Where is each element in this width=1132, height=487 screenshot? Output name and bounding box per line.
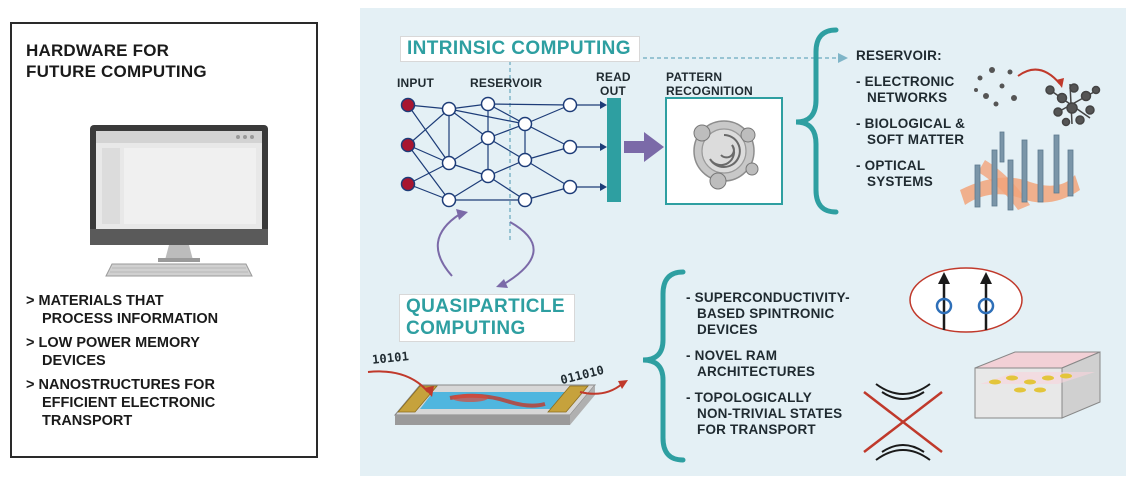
network-cluster-icon xyxy=(1045,83,1101,127)
readout-label: READ OUT xyxy=(596,70,631,98)
hardware-title: HARDWARE FOR FUTURE COMPUTING xyxy=(26,40,256,82)
list-item-memory: > LOW POWER MEMORY DEVICES xyxy=(26,335,200,369)
reservoir-label: RESERVOIR xyxy=(470,76,543,90)
readout-arrow xyxy=(624,132,664,162)
reservoir-item-optical: - OPTICAL SYSTEMS xyxy=(856,158,933,189)
output-bits-arrow xyxy=(579,383,623,395)
input-bits-arrow xyxy=(367,370,429,393)
reservoir-node xyxy=(517,152,533,168)
keyboard xyxy=(105,263,253,277)
quasiparticle-list: - SUPERCONDUCTIVITY- BASED SPINTRONIC DE… xyxy=(686,290,866,448)
reservoir-nodes xyxy=(441,96,578,208)
quasiparticle-computing-title: QUASIPARTICLE COMPUTING xyxy=(399,294,575,342)
reservoir-item-electronic: - ELECTRONIC NETWORKS xyxy=(856,74,955,105)
quasiparticle-item-superconductivity: - SUPERCONDUCTIVITY- BASED SPINTRONIC DE… xyxy=(686,290,850,337)
quasiparticle-device-icon xyxy=(393,384,597,425)
reservoir-node xyxy=(480,168,496,184)
output-node xyxy=(562,97,578,113)
ram-architecture-icon xyxy=(974,351,1101,419)
reservoir-item-biological: - BIOLOGICAL & SOFT MATTER xyxy=(856,116,966,147)
monitor-chin xyxy=(90,229,268,245)
reservoir-node xyxy=(517,192,533,208)
input-label: INPUT xyxy=(397,76,434,90)
reservoir-node xyxy=(441,101,457,117)
reservoir-list: RESERVOIR: - ELECTRONIC NETWORKS - BIOLO… xyxy=(856,48,996,200)
quasiparticle-item-ram: - NOVEL RAM ARCHITECTURES xyxy=(686,348,816,379)
list-item-nanostructures: > NANOSTRUCTURES FOR EFFICIENT ELECTRONI… xyxy=(26,377,216,429)
spintronic-icon xyxy=(909,267,1023,333)
reservoir-node xyxy=(480,96,496,112)
network-edges xyxy=(407,103,571,201)
pattern-recognition-label: PATTERN RECOGNITION xyxy=(666,70,753,98)
input-node xyxy=(400,137,416,153)
readout-bar xyxy=(607,98,621,202)
reservoir-node xyxy=(441,192,457,208)
electronic-network-icon xyxy=(974,67,1017,107)
cycle-arrow-left xyxy=(436,213,461,277)
hardware-title-line2: FUTURE COMPUTING xyxy=(26,62,207,81)
hardware-title-line1: HARDWARE FOR xyxy=(26,41,170,60)
network-red-arrow xyxy=(1017,68,1061,85)
reservoir-brace xyxy=(795,27,839,215)
input-node xyxy=(400,176,416,192)
topological-states-icon xyxy=(863,383,943,461)
intrinsic-computing-title: INTRINSIC COMPUTING xyxy=(400,36,640,62)
output-node xyxy=(562,139,578,155)
reservoir-node xyxy=(441,155,457,171)
reservoir-node xyxy=(517,116,533,132)
monitor-stand xyxy=(165,245,193,260)
reservoir-heading: RESERVOIR: xyxy=(856,48,942,63)
hardware-list: > MATERIALS THAT PROCESS INFORMATION > L… xyxy=(26,292,296,436)
output-node xyxy=(562,179,578,195)
reservoir-node xyxy=(480,130,496,146)
dashed-link-arrowhead xyxy=(838,53,848,63)
list-item-materials: > MATERIALS THAT PROCESS INFORMATION xyxy=(26,293,219,327)
pattern-shape xyxy=(693,120,759,190)
cycle-arrow-right xyxy=(503,221,535,285)
input-node xyxy=(400,97,416,113)
quasiparticle-item-topological: - TOPOLOGICALLY NON-TRIVIAL STATES FOR T… xyxy=(686,390,843,437)
input-nodes xyxy=(400,97,416,192)
quasiparticle-brace xyxy=(642,269,686,463)
soft-matter-icon xyxy=(960,131,1080,211)
